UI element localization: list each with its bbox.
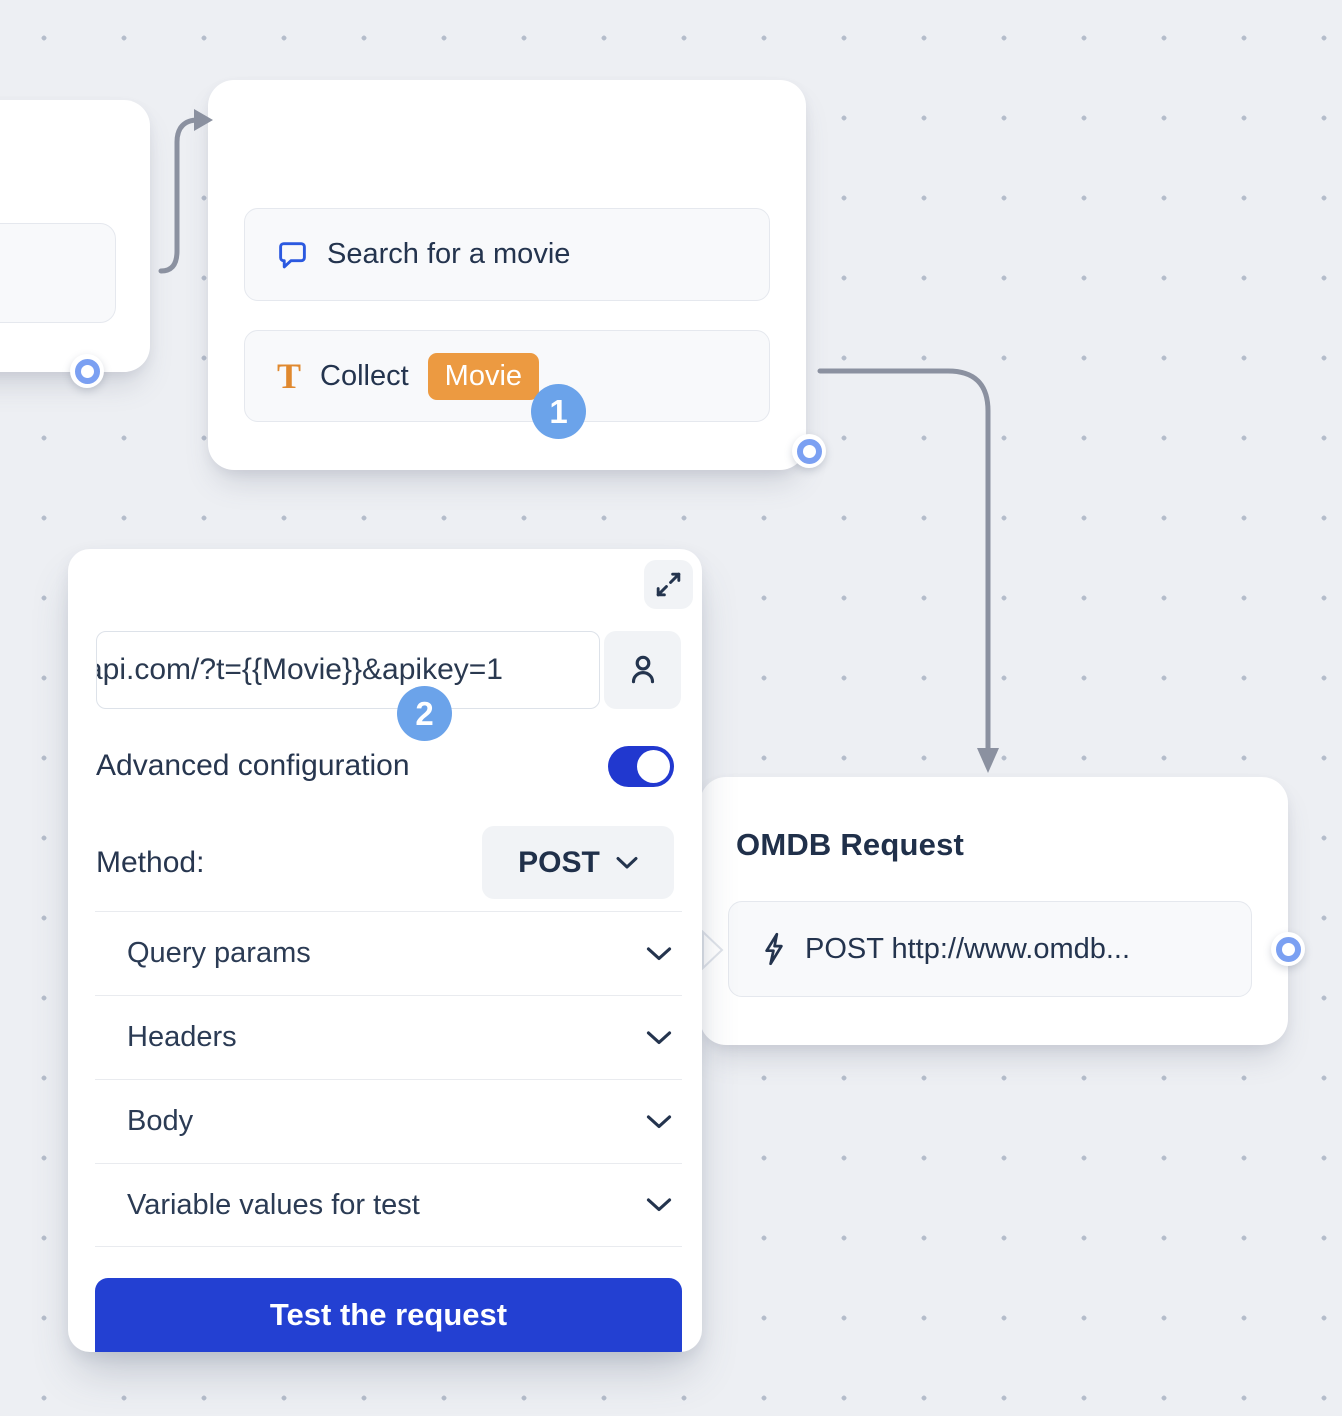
- connector-movie-to-omdb: [817, 368, 991, 753]
- partial-node-card[interactable]: [0, 100, 150, 388]
- section-headers[interactable]: Headers: [95, 995, 682, 1079]
- chevron-down-icon: [646, 946, 672, 960]
- collect-block-row[interactable]: T Collect Movie: [244, 330, 770, 422]
- section-query-params[interactable]: Query params: [95, 911, 682, 995]
- insert-variable-button[interactable]: [604, 631, 681, 709]
- test-request-button[interactable]: Test the request: [95, 1278, 682, 1352]
- chevron-down-icon: [646, 1198, 672, 1212]
- webhook-config-panel: api.com/?t={{Movie}}&apikey=1 Advanced c…: [68, 549, 702, 1352]
- annotation-badge-1: 1: [531, 384, 586, 439]
- block-label: Collect: [320, 359, 409, 392]
- variable-badge: Movie: [427, 352, 540, 400]
- node-title: OMDB Request: [736, 827, 965, 862]
- annotation-badge-2: 2: [397, 686, 452, 741]
- movie-search-node-card[interactable]: Movie search Search for a movie T Collec…: [208, 80, 826, 470]
- webhook-block-row[interactable]: POST http://www.omdb...: [728, 901, 1252, 997]
- url-input[interactable]: api.com/?t={{Movie}}&apikey=1: [96, 631, 600, 709]
- output-port[interactable]: [792, 434, 826, 468]
- person-icon: [631, 655, 654, 684]
- advanced-configuration-label: Advanced configuration: [96, 749, 410, 782]
- chevron-down-icon: [646, 1114, 672, 1128]
- chevron-down-icon: [616, 856, 638, 868]
- chevron-down-icon: [646, 1030, 672, 1044]
- connector-arrowhead-down: [977, 748, 999, 773]
- text-input-icon: T: [277, 356, 302, 396]
- connector-left-to-movie: [158, 117, 201, 274]
- advanced-configuration-toggle[interactable]: [608, 745, 674, 787]
- omdb-request-node-card[interactable]: OMDB Request POST http://www.omdb...: [700, 777, 1305, 1045]
- section-variable-values[interactable]: Variable values for test: [95, 1163, 682, 1247]
- collapsible-sections: Query params Headers Body Variable value…: [95, 911, 682, 1247]
- toggle-knob: [637, 749, 670, 783]
- method-value: POST: [518, 845, 600, 879]
- node-block-row[interactable]: [0, 223, 116, 323]
- port-ring-icon: [74, 358, 100, 384]
- port-ring-icon: [1275, 936, 1301, 962]
- block-label: POST http://www.omdb...: [805, 932, 1131, 965]
- input-notch-icon: [702, 930, 724, 970]
- url-input-value: api.com/?t={{Movie}}&apikey=1: [96, 653, 503, 686]
- output-port[interactable]: [1271, 932, 1305, 966]
- message-block-row[interactable]: Search for a movie: [244, 208, 770, 301]
- output-port[interactable]: [70, 354, 104, 388]
- chat-bubble-icon: [279, 242, 306, 269]
- block-label: Search for a movie: [327, 238, 571, 270]
- expand-icon: [656, 572, 681, 597]
- method-label: Method:: [96, 845, 205, 879]
- method-dropdown[interactable]: POST: [482, 826, 674, 899]
- section-body[interactable]: Body: [95, 1079, 682, 1163]
- expand-button[interactable]: [644, 560, 693, 609]
- lightning-icon: [765, 932, 783, 966]
- port-ring-icon: [796, 438, 822, 464]
